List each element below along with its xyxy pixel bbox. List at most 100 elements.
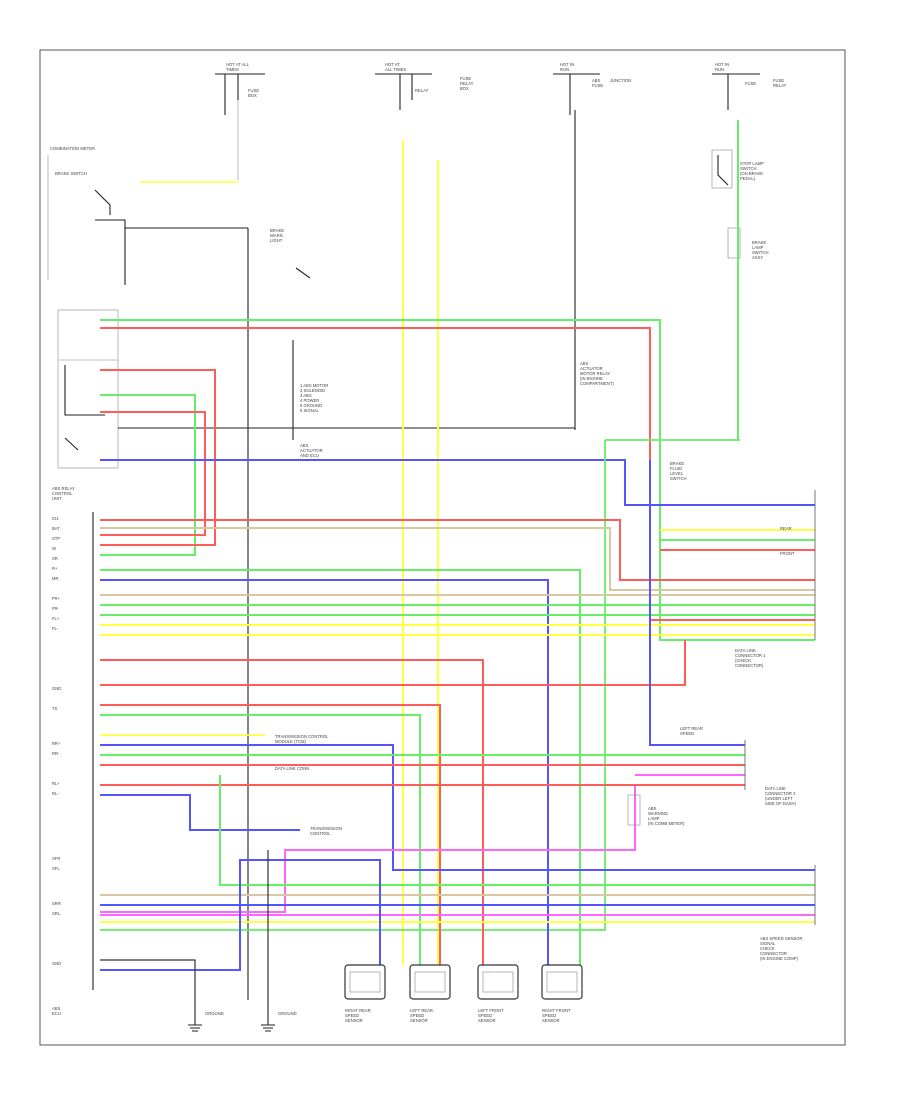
svg-text:STP: STP	[52, 536, 60, 541]
svg-text:FUSE: FUSE	[592, 83, 603, 88]
svg-text:SPEED: SPEED	[542, 1013, 556, 1018]
svg-text:COMPARTMENT): COMPARTMENT)	[580, 381, 614, 386]
speed-sensors: RIGHT REAR SPEED SENSOR LEFT REAR SPEED …	[344, 964, 583, 1023]
svg-text:IG1: IG1	[52, 516, 59, 521]
sensor-right-front: RIGHT FRONT SPEED SENSOR	[541, 964, 583, 1023]
svg-text:(CHECK: (CHECK	[735, 658, 751, 663]
svg-text:BRAKE: BRAKE	[270, 228, 284, 233]
svg-text:R+: R+	[52, 566, 58, 571]
svg-text:FL-: FL-	[52, 626, 59, 631]
svg-text:FUSE: FUSE	[248, 88, 259, 93]
svg-text:SFR: SFR	[52, 856, 60, 861]
svg-text:SFL: SFL	[52, 866, 60, 871]
svg-text:FUSE: FUSE	[460, 76, 471, 81]
top-fuse-section: HOT AT ALL TIMES FUSE BOX HOT AT ALL TIM…	[215, 62, 787, 180]
svg-text:(IN ENGINE: (IN ENGINE	[580, 376, 603, 381]
svg-text:LIGHT: LIGHT	[270, 238, 283, 243]
svg-text:LEFT FRONT: LEFT FRONT	[478, 1008, 504, 1013]
svg-text:BAT: BAT	[52, 526, 60, 531]
svg-text:ABS SPEED SENSOR: ABS SPEED SENSOR	[760, 936, 803, 941]
svg-text:FUSE: FUSE	[745, 81, 756, 86]
svg-text:CONTROL: CONTROL	[52, 491, 73, 496]
svg-text:ASSY: ASSY	[752, 255, 763, 260]
svg-text:SWITCH: SWITCH	[740, 166, 757, 171]
svg-text:HOT AT: HOT AT	[385, 62, 400, 67]
svg-text:JUNCTION: JUNCTION	[610, 78, 631, 83]
svg-text:AND ECU: AND ECU	[300, 453, 319, 458]
svg-text:DATA LINK: DATA LINK	[735, 648, 756, 653]
svg-text:RL+: RL+	[52, 781, 60, 786]
svg-text:ABS RELAY: ABS RELAY	[52, 486, 75, 491]
right-connectors: BRAKE FLUID LEVEL SWITCH REAR FRONT DATA…	[275, 461, 816, 961]
svg-text:BRAKE: BRAKE	[670, 461, 684, 466]
svg-text:SPEED: SPEED	[410, 1013, 424, 1018]
svg-text:MODULE (TCM): MODULE (TCM)	[275, 739, 307, 744]
svg-text:RIGHT FRONT: RIGHT FRONT	[542, 1008, 571, 1013]
svg-text:RL-: RL-	[52, 791, 59, 796]
svg-text:CONNECTOR: CONNECTOR	[760, 951, 787, 956]
svg-text:BOX: BOX	[460, 86, 469, 91]
svg-text:W: W	[52, 546, 56, 551]
svg-text:CONTROL: CONTROL	[310, 831, 331, 836]
svg-text:RR-: RR-	[52, 751, 60, 756]
svg-text:TIMES: TIMES	[226, 67, 239, 72]
svg-text:GROUND: GROUND	[205, 1011, 224, 1016]
svg-text:MR: MR	[52, 576, 59, 581]
svg-text:COMBINATION METER: COMBINATION METER	[50, 146, 95, 151]
svg-text:REAR: REAR	[780, 526, 792, 531]
svg-text:GROUND: GROUND	[278, 1011, 297, 1016]
svg-text:FR-: FR-	[52, 606, 60, 611]
svg-text:WARN: WARN	[270, 233, 283, 238]
svg-text:ABS: ABS	[580, 361, 589, 366]
svg-text:LEFT REAR: LEFT REAR	[410, 1008, 433, 1013]
svg-text:RELAY: RELAY	[460, 81, 474, 86]
svg-text:PEDAL): PEDAL)	[740, 176, 756, 181]
svg-text:LEFT REAR: LEFT REAR	[680, 726, 703, 731]
svg-text:(IN ENGINE COMP): (IN ENGINE COMP)	[760, 956, 799, 961]
svg-text:SENSOR: SENSOR	[478, 1018, 496, 1023]
svg-text:HOT AT ALL: HOT AT ALL	[226, 62, 250, 67]
svg-text:FL+: FL+	[52, 616, 60, 621]
ecu-connector-column: IG1 BAT STP W SR R+ MR FR+ FR- FL+ FL- G…	[52, 512, 94, 1016]
svg-text:6 SIGNAL: 6 SIGNAL	[300, 408, 320, 413]
svg-text:SIDE OF DASH): SIDE OF DASH)	[765, 801, 797, 806]
sensor-right-rear: RIGHT REAR SPEED SENSOR	[344, 964, 386, 1023]
svg-text:LEVEL: LEVEL	[670, 471, 684, 476]
wire-harness	[100, 120, 815, 1010]
control-module-block: ABS RELAY CONTROL UNIT 1 ABS MOTOR 2 SOL…	[52, 110, 614, 501]
svg-text:SRL: SRL	[52, 911, 61, 916]
svg-text:(UNDER LEFT: (UNDER LEFT	[765, 796, 793, 801]
svg-text:HOT IN: HOT IN	[715, 62, 729, 67]
svg-text:SENSOR: SENSOR	[410, 1018, 428, 1023]
svg-text:TS: TS	[52, 706, 58, 711]
svg-text:FR+: FR+	[52, 596, 61, 601]
svg-text:4 POWER: 4 POWER	[300, 398, 319, 403]
svg-text:SRR: SRR	[52, 901, 61, 906]
svg-text:SPEED: SPEED	[345, 1013, 359, 1018]
svg-text:FRONT: FRONT	[780, 551, 795, 556]
svg-text:ABS: ABS	[300, 443, 309, 448]
svg-text:LAMP: LAMP	[752, 245, 764, 250]
svg-text:SWITCH: SWITCH	[670, 476, 687, 481]
svg-text:RUN: RUN	[715, 67, 724, 72]
svg-text:SIGNAL: SIGNAL	[760, 941, 776, 946]
svg-text:2 SOLENOID: 2 SOLENOID	[300, 388, 325, 393]
svg-text:CONNECTOR 1: CONNECTOR 1	[735, 653, 766, 658]
svg-text:FUSE: FUSE	[773, 78, 784, 83]
svg-text:1 ABS MOTOR: 1 ABS MOTOR	[300, 383, 328, 388]
svg-text:ABS: ABS	[592, 78, 601, 83]
svg-text:TRANSMISSION CONTROL: TRANSMISSION CONTROL	[275, 734, 329, 739]
sensor-left-rear: LEFT REAR SPEED SENSOR	[409, 964, 451, 1023]
diagram-frame	[39, 49, 846, 1046]
svg-text:ALL TIMES: ALL TIMES	[385, 67, 406, 72]
svg-text:ACTUATOR: ACTUATOR	[580, 366, 603, 371]
svg-text:SPEED: SPEED	[680, 731, 694, 736]
svg-text:5 GROUND: 5 GROUND	[300, 403, 322, 408]
svg-text:UNIT: UNIT	[52, 496, 62, 501]
svg-text:RIGHT REAR: RIGHT REAR	[345, 1008, 371, 1013]
svg-text:ABS: ABS	[648, 806, 657, 811]
svg-text:WARNING: WARNING	[648, 811, 668, 816]
svg-text:RELAY: RELAY	[415, 88, 429, 93]
svg-text:SPEED: SPEED	[478, 1013, 492, 1018]
svg-text:TRANSMISSION: TRANSMISSION	[310, 826, 342, 831]
